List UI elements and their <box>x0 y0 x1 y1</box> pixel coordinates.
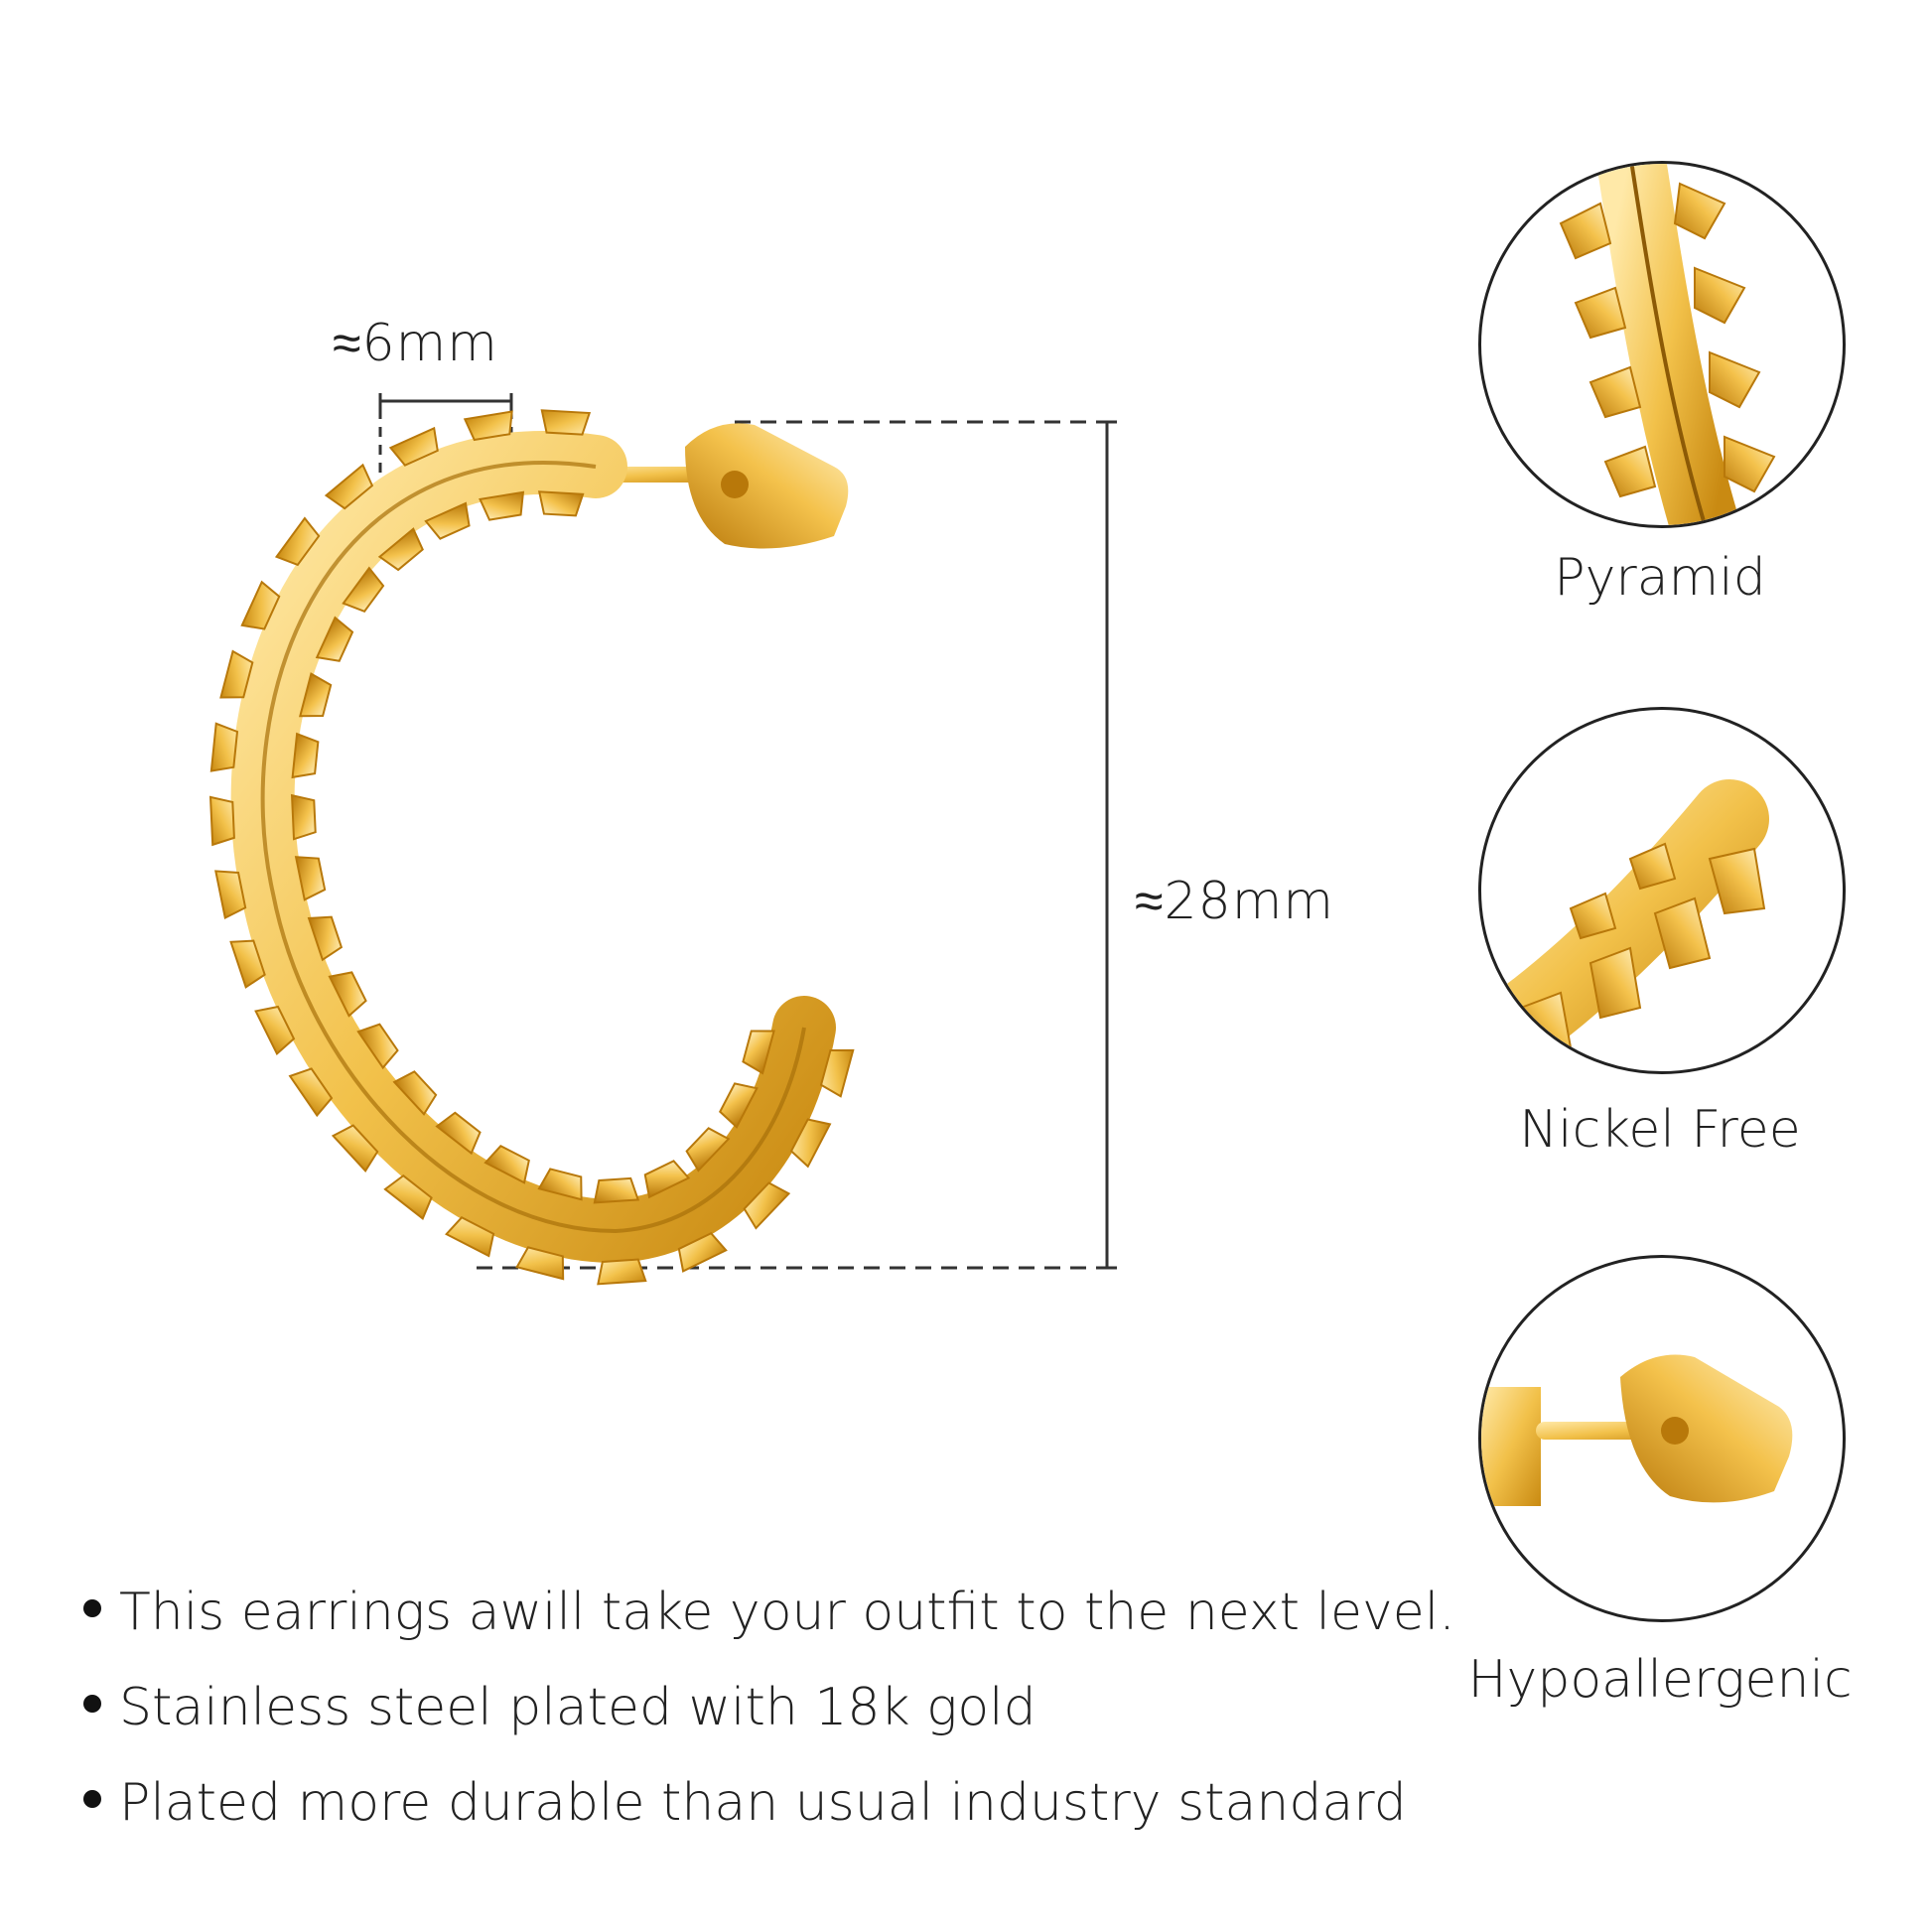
hoop-body <box>230 431 836 1264</box>
pyramid-stud <box>643 1160 691 1199</box>
pyramid-stud <box>299 672 333 718</box>
feature-bullet-list: This earrings awill take your outfit to … <box>83 1581 1455 1866</box>
pyramid-stud <box>719 1082 759 1129</box>
pyramid-stud <box>209 722 239 772</box>
pyramid-stud <box>593 1176 640 1204</box>
pyramid-stud <box>331 1124 379 1173</box>
pyramid-stud <box>208 795 235 847</box>
pyramid-stud <box>537 1168 583 1201</box>
pyramid-closeup-circle <box>1478 161 1846 528</box>
pyramid-stud <box>742 1030 775 1075</box>
pyramid-stud <box>290 793 317 841</box>
pyramid-stud <box>392 1070 438 1116</box>
pyramid-stud <box>789 1118 832 1169</box>
feature-label-pyramid: Pyramid <box>1554 548 1766 608</box>
pyramid-stud <box>377 527 424 572</box>
pyramid-stud <box>383 1173 433 1221</box>
pyramid-stud <box>424 501 471 540</box>
pyramid-stud <box>540 409 592 436</box>
pyramid-stud <box>515 1246 565 1281</box>
pyramid-studs <box>208 409 855 1286</box>
bullet-item: This earrings awill take your outfit to … <box>83 1581 1455 1676</box>
bullet-item: Plated more durable than usual industry … <box>83 1771 1455 1866</box>
pyramid-stud <box>743 1181 791 1230</box>
pyramid-stud <box>288 1067 334 1118</box>
pyramid-stud <box>219 649 254 699</box>
pyramid-stud <box>388 426 439 467</box>
bullet-dot-icon <box>83 1599 101 1617</box>
nickel-free-closeup-circle <box>1478 707 1846 1074</box>
post-and-back-closeup-icon <box>1481 1354 1793 1506</box>
pyramid-stud <box>240 580 281 630</box>
pyramid-stud <box>294 856 327 901</box>
pyramid-stud <box>324 463 374 510</box>
dimension-guides <box>378 393 1117 1270</box>
pyramid-stud <box>463 410 513 442</box>
hypoallergenic-closeup-circle <box>1478 1255 1846 1622</box>
pyramid-stud <box>274 516 321 567</box>
pyramid-stud <box>597 1258 647 1286</box>
pyramid-stud <box>677 1231 728 1273</box>
pyramid-stud <box>214 870 247 919</box>
pyramid-stud <box>307 915 344 962</box>
pyramid-stud <box>356 1023 399 1070</box>
pyramid-stud <box>445 1216 495 1258</box>
feature-label-nickel-free: Nickel Free <box>1519 1100 1801 1160</box>
pyramid-stud <box>435 1111 482 1156</box>
pyramid-stud-closeup-icon <box>1559 164 1776 525</box>
pyramid-stud <box>254 1005 296 1056</box>
pyramid-stud <box>537 490 585 517</box>
pyramid-stud <box>229 939 266 989</box>
pyramid-stud <box>315 616 354 662</box>
pyramid-stud <box>342 566 385 614</box>
bullet-item: Stainless steel plated with 18k gold <box>83 1676 1455 1771</box>
height-measurement: ≈28mm <box>1135 872 1335 931</box>
width-measurement: ≈6mm <box>333 314 498 373</box>
bullet-dot-icon <box>83 1695 101 1713</box>
pyramid-stud <box>291 732 320 779</box>
pyramid-stud <box>685 1127 731 1173</box>
bullet-dot-icon <box>83 1790 101 1808</box>
feature-label-hypoallergenic: Hypoallergenic <box>1467 1650 1853 1710</box>
pyramid-stud <box>819 1048 855 1098</box>
pyramid-stud <box>483 1145 530 1184</box>
pyramid-stud <box>479 490 525 521</box>
hoop-end-closeup-icon <box>1481 779 1769 1071</box>
pyramid-stud <box>328 971 367 1018</box>
